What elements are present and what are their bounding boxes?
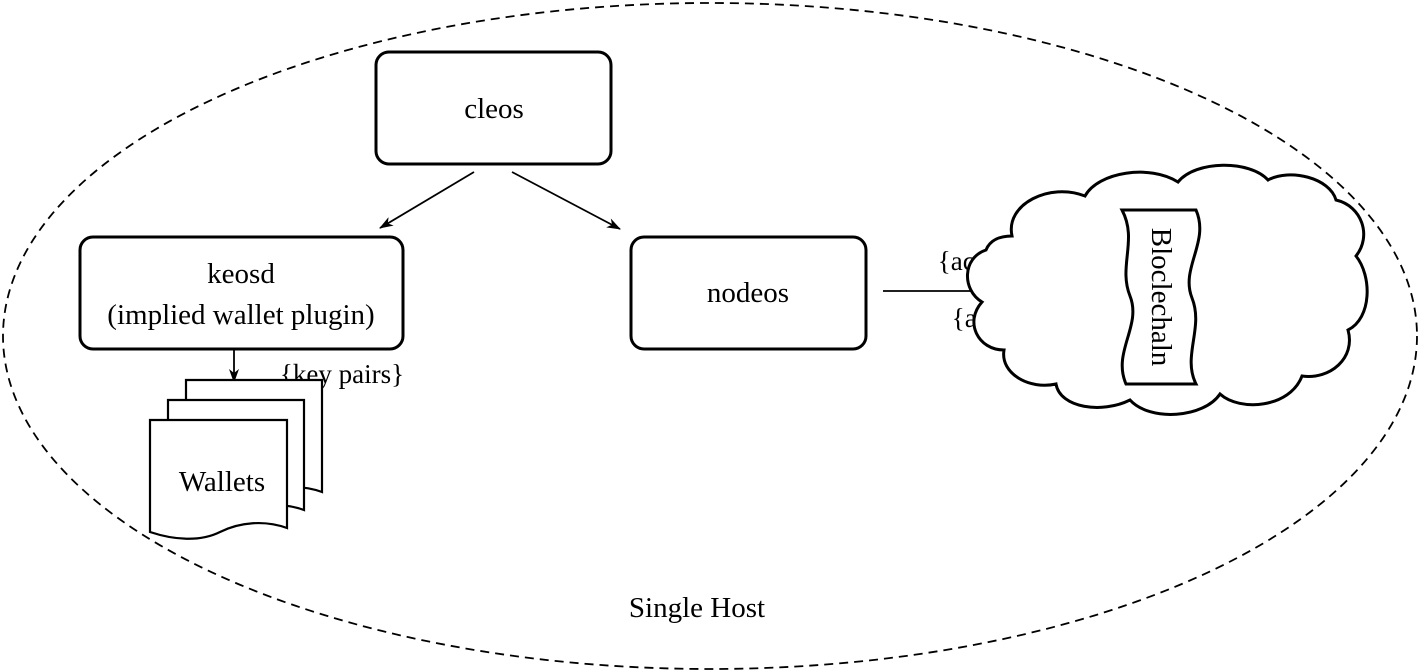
cleos-node: cleos	[374, 50, 613, 166]
single-host-label: Single Host	[629, 592, 765, 624]
nodeos-node: nodeos	[629, 235, 868, 351]
keosd-sublabel: (implied wallet plugin)	[107, 299, 374, 331]
arrow-cleos-to-keosd	[379, 171, 475, 229]
blockchain-banner: Bloclechaln	[1119, 208, 1202, 386]
wallets-label: Wallets	[179, 466, 265, 498]
cleos-label: cleos	[464, 93, 524, 125]
blockchain-label: Bloclechaln	[1145, 228, 1177, 367]
arrow-cleos-to-nodeos	[511, 171, 621, 230]
keosd-node: keosd (implied wallet plugin)	[78, 235, 405, 351]
keosd-label: keosd	[207, 258, 275, 290]
wallets-stack: Wallets	[148, 378, 324, 540]
nodeos-label: nodeos	[707, 277, 789, 309]
